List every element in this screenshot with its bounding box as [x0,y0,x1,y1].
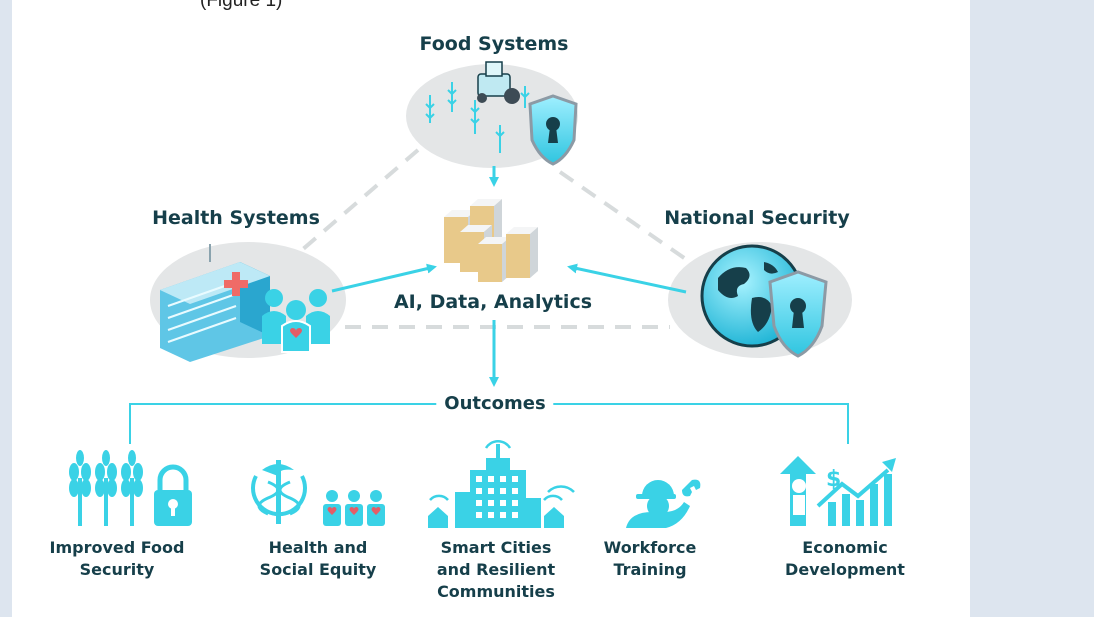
figure-caption-fragment: (Figure 1) [200,0,283,11]
outcome-health-social-equity: Health and Social Equity [260,537,377,581]
economic-growth-icon: $ [780,456,896,526]
outcome-line: Security [79,560,155,579]
outcome-line: Communities [437,582,555,601]
label-outcomes: Outcomes [436,393,554,415]
lock-shield-icon [528,94,578,166]
outcome-line: Workforce [603,538,697,557]
people-group-icon [262,289,330,353]
label-national-security: National Security [664,207,850,229]
wheat-lock-icon [69,450,192,526]
servers-icon [444,199,538,282]
label-health-systems: Health Systems [152,207,320,229]
dashed-connectors [286,148,692,329]
outcome-line: Health and [268,538,368,557]
food-systems-illustration [406,61,578,168]
outcome-smart-cities: Smart Cities and Resilient Communities [437,537,555,603]
outcome-workforce-training: Workforce Training [604,537,697,581]
outcome-line: Improved Food [49,538,185,557]
national-security-illustration [668,242,852,358]
outcome-line: Training [613,560,687,579]
outcome-economic-development: Economic Development [785,537,905,581]
health-systems-illustration [150,242,346,362]
outcome-line: Development [785,560,905,579]
smart-city-icon [428,439,575,528]
arrow-security-to-center [567,263,687,294]
outcome-line: Smart Cities [440,538,552,557]
caduceus-people-icon [251,460,385,526]
lock-shield-icon [768,270,828,358]
right-side-panel [970,0,1094,617]
arrow-health-to-center [331,263,437,293]
left-margin-strip [0,0,12,617]
outcome-line: and Resilient [436,560,556,579]
outcome-line: Social Equity [259,560,377,579]
label-food-systems: Food Systems [419,33,569,55]
dashed-line-food-health [286,148,420,264]
outcome-improved-food-security: Improved Food Security [50,537,185,581]
outcome-line: Economic [802,538,888,557]
worker-wrench-icon [626,479,701,528]
label-ai-data-analytics: AI, Data, Analytics [393,291,593,313]
tractor-icon [477,61,520,104]
